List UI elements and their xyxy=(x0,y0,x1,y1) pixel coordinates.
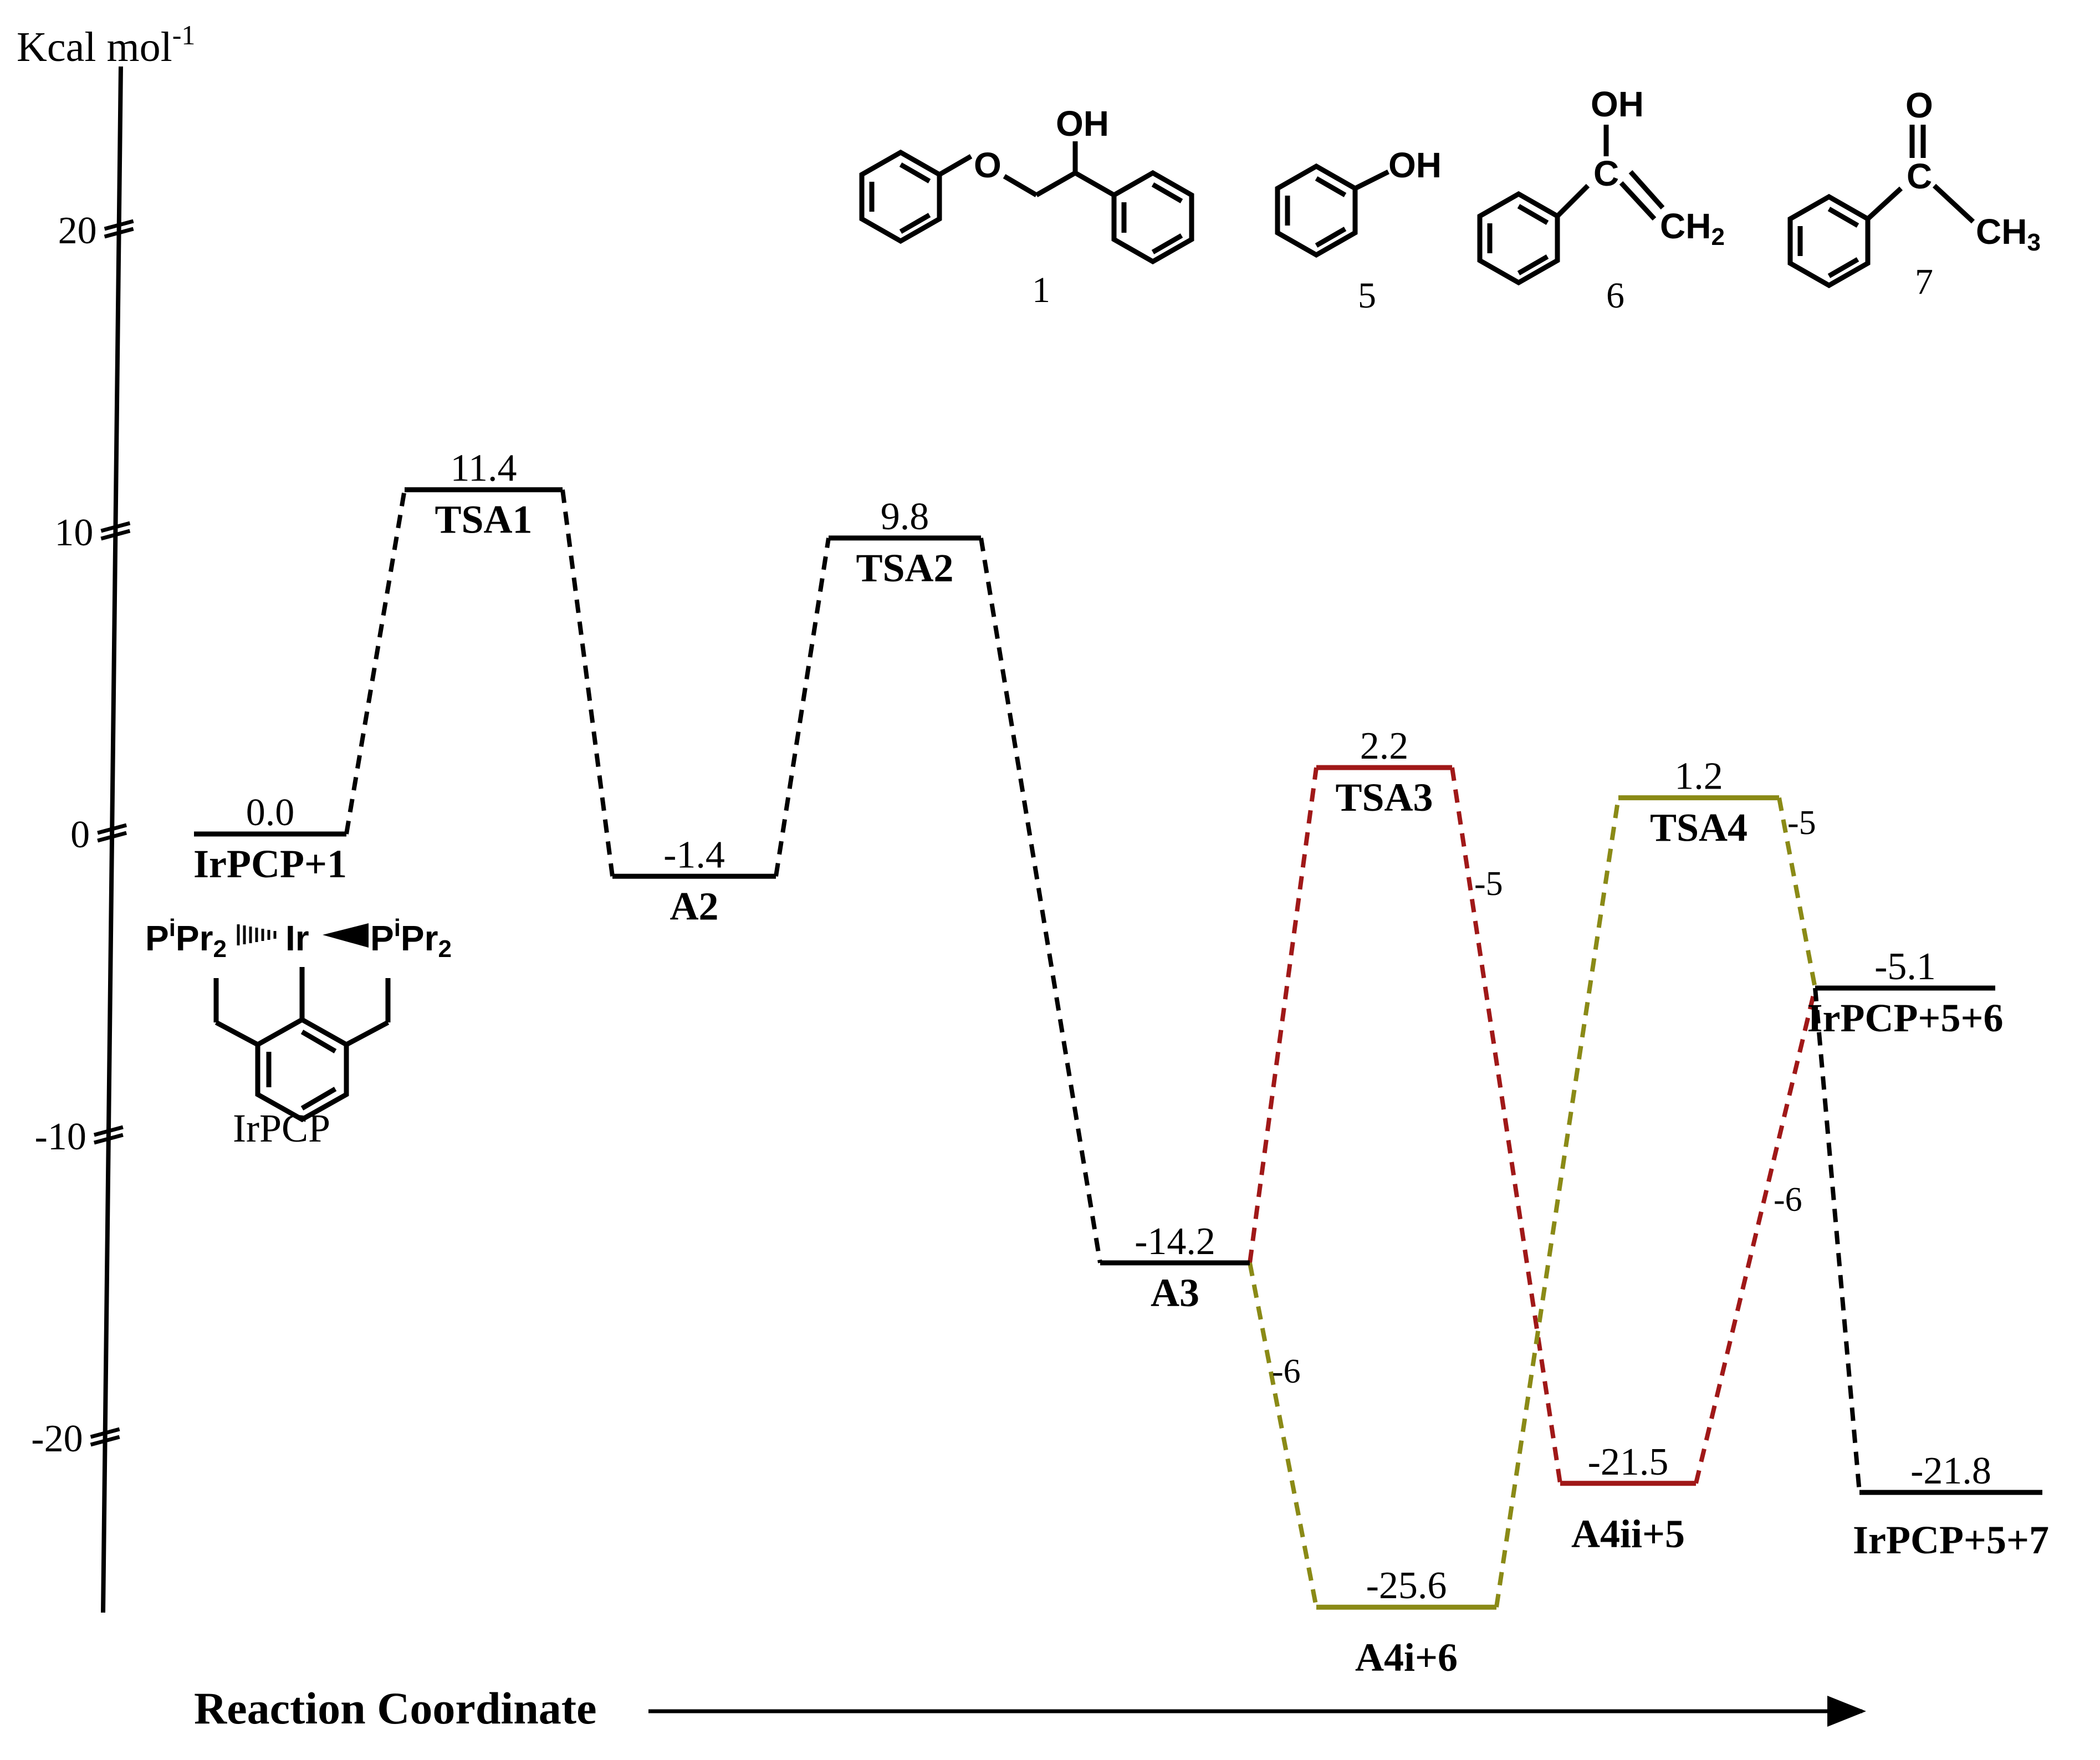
y-tick-mark-inner-0 xyxy=(104,219,134,231)
level-value-irpcp1: 0.0 xyxy=(246,791,295,834)
connector-irpcp56-to-irpcp57 xyxy=(1813,988,1862,1493)
y-tick-mark-0 xyxy=(104,227,134,239)
y-tick-label-0: 20 xyxy=(58,209,97,252)
level-name-tsa1: TSA1 xyxy=(435,498,532,542)
irpcp-iridium: Ir xyxy=(285,918,309,958)
molecule-6-atom-ch2: CH2 xyxy=(1660,206,1725,250)
level-name-tsa3: TSA3 xyxy=(1335,775,1433,820)
level-name-irpcp1: IrPCP+1 xyxy=(193,842,347,886)
level-name-irpcp57: IrPCP+5+7 xyxy=(1853,1518,2049,1562)
connection-lines xyxy=(344,489,1862,1608)
connector-a3-to-tsa3 xyxy=(1248,767,1319,1263)
connector-tsa2-to-a3 xyxy=(979,538,1102,1263)
y-tick-mark-inner-3 xyxy=(93,1125,124,1137)
path-label-a3-to-a4i: -6 xyxy=(1272,1353,1301,1390)
molecule-6-atom-oh: OH xyxy=(1591,84,1644,124)
y-tick-label-1: 10 xyxy=(54,511,93,554)
connector-tsa4-to-irpcp56 xyxy=(1777,797,1817,989)
path-label-tsa3-right: -5 xyxy=(1474,865,1503,903)
level-value-tsa4: 1.2 xyxy=(1674,755,1723,798)
level-value-tsa2: 9.8 xyxy=(881,495,929,538)
y-axis-unit-label: Kcal mol-1 xyxy=(17,19,195,70)
level-name-a3: A3 xyxy=(1151,1271,1199,1315)
level-name-a2: A2 xyxy=(670,884,719,928)
molecule-7-atom-ch3: CH3 xyxy=(1976,212,2041,256)
irpcp-right-p: P xyxy=(370,918,394,958)
y-tick-mark-inner-4 xyxy=(90,1427,120,1439)
connector-a4ii-to-irpcp56 xyxy=(1694,988,1817,1484)
y-axis-ticks: 20 10 0 -10 -20 xyxy=(31,209,134,1460)
level-name-tsa2: TSA2 xyxy=(856,546,953,590)
connector-tsa3-to-a4ii xyxy=(1450,767,1562,1484)
irpcp-label: IrPCP xyxy=(233,1106,330,1150)
y-tick-mark-inner-2 xyxy=(97,823,127,835)
molecule-6-label: 6 xyxy=(1606,275,1624,316)
connector-a4i-to-tsa4 xyxy=(1494,797,1621,1608)
irpcp-right-i: i xyxy=(394,914,401,942)
molecule-6-structure xyxy=(1477,125,1665,286)
molecule-6-ch-text: CH xyxy=(1660,206,1711,246)
molecule-7-label: 7 xyxy=(1915,262,1933,302)
level-name-tsa4: TSA4 xyxy=(1650,806,1748,850)
molecule-7-structure xyxy=(1787,125,1975,289)
level-name-a4i: A4i+6 xyxy=(1355,1635,1458,1680)
connector-tsa1-to-a2 xyxy=(560,489,615,877)
y-tick-mark-inner-1 xyxy=(100,521,131,533)
y-tick-mark-3 xyxy=(93,1133,124,1145)
level-value-a3: -14.2 xyxy=(1135,1220,1215,1263)
y-tick-mark-1 xyxy=(100,529,131,541)
connector-a2-to-tsa2 xyxy=(774,538,831,877)
molecule-1-structure xyxy=(859,141,1194,265)
level-value-tsa3: 2.2 xyxy=(1360,725,1409,768)
path-label-a4ii-to-irpcp56: -6 xyxy=(1774,1181,1802,1219)
level-value-a4ii: -21.5 xyxy=(1588,1441,1669,1483)
level-value-tsa1: 11.4 xyxy=(451,447,517,490)
level-name-irpcp56: IrPCP+5+6 xyxy=(1807,996,2004,1040)
molecule-5-structure xyxy=(1275,163,1390,258)
molecule-7-ch-text: CH xyxy=(1976,212,2027,252)
x-axis-label: Reaction Coordinate xyxy=(194,1683,597,1733)
irpcp-structure xyxy=(213,924,391,1123)
y-tick-mark-2 xyxy=(97,831,127,843)
connector-irpcp1-to-tsa1 xyxy=(344,489,407,835)
y-axis-line xyxy=(101,66,123,1613)
irpcp-left-phosphine: PiPr2 xyxy=(145,914,227,963)
molecule-6-atom-c: C xyxy=(1593,154,1619,193)
molecule-1-atom-o: O xyxy=(974,145,1002,185)
molecule-1-label: 1 xyxy=(1032,270,1050,310)
molecule-7-atom-c: C xyxy=(1907,156,1932,196)
molecule-5-label: 5 xyxy=(1358,275,1376,316)
y-tick-label-4: -20 xyxy=(31,1418,83,1460)
irpcp-left-2: 2 xyxy=(213,935,227,963)
path-label-tsa4-right: -5 xyxy=(1787,804,1816,842)
irpcp-left-p: P xyxy=(145,918,169,958)
y-tick-mark-4 xyxy=(90,1435,120,1447)
irpcp-right-phosphine: PiPr2 xyxy=(370,914,452,963)
irpcp-left-i: i xyxy=(169,914,176,942)
molecule-5-atom-oh: OH xyxy=(1388,145,1442,185)
molecule-6-subscript-2: 2 xyxy=(1711,223,1724,250)
level-value-irpcp56: -5.1 xyxy=(1874,945,1936,988)
level-value-a4i: -25.6 xyxy=(1366,1564,1447,1607)
irpcp-left-pr: Pr xyxy=(176,918,213,958)
irpcp-right-2: 2 xyxy=(438,935,452,963)
y-axis-unit-text: Kcal mol xyxy=(17,24,172,70)
level-value-irpcp57: -21.8 xyxy=(1910,1450,1991,1492)
connector-a3-to-a4i xyxy=(1248,1262,1319,1608)
molecule-1-atom-oh: OH xyxy=(1056,104,1109,144)
y-axis-unit-exponent: -1 xyxy=(172,19,196,50)
molecule-7-atom-o: O xyxy=(1905,85,1933,125)
y-tick-label-2: 0 xyxy=(70,814,90,856)
irpcp-wedge-bond xyxy=(323,923,369,948)
level-name-a4ii: A4ii+5 xyxy=(1571,1512,1685,1556)
y-tick-label-3: -10 xyxy=(35,1116,86,1158)
level-value-a2: -1.4 xyxy=(663,833,725,876)
molecule-7-subscript-3: 3 xyxy=(2027,229,2040,256)
irpcp-right-pr: Pr xyxy=(401,918,438,958)
